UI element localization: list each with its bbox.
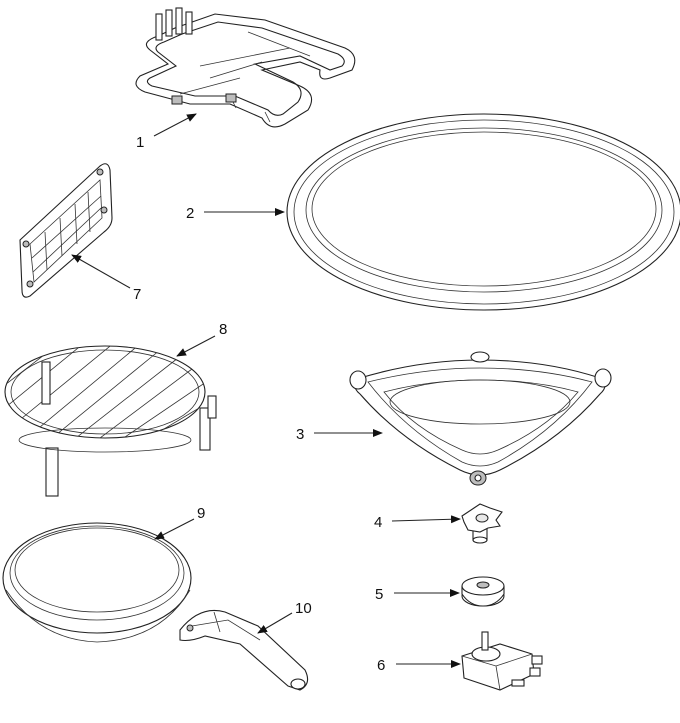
callout-4: 4 bbox=[374, 514, 382, 531]
callout-5: 5 bbox=[375, 586, 383, 603]
callout-7: 7 bbox=[133, 286, 141, 303]
wire-rack bbox=[4, 345, 217, 497]
drive-coupler bbox=[461, 503, 503, 544]
grille-panel bbox=[19, 163, 113, 298]
heating-element bbox=[135, 7, 356, 128]
callout-labels: 1 2 3 4 5 6 7 8 9 10 bbox=[133, 134, 385, 674]
washer bbox=[461, 576, 505, 607]
callout-10: 10 bbox=[295, 600, 312, 617]
pan-handle bbox=[179, 609, 309, 691]
crisper-pan bbox=[2, 522, 192, 643]
callout-6: 6 bbox=[377, 657, 385, 674]
glass-tray bbox=[286, 113, 680, 311]
callout-1: 1 bbox=[136, 134, 144, 151]
callout-8: 8 bbox=[219, 321, 227, 338]
callout-9: 9 bbox=[197, 505, 205, 522]
callout-2: 2 bbox=[186, 205, 194, 222]
leader-lines bbox=[71, 113, 461, 668]
roller-ring bbox=[349, 351, 612, 486]
callout-3: 3 bbox=[296, 426, 304, 443]
turntable-motor bbox=[461, 631, 543, 691]
